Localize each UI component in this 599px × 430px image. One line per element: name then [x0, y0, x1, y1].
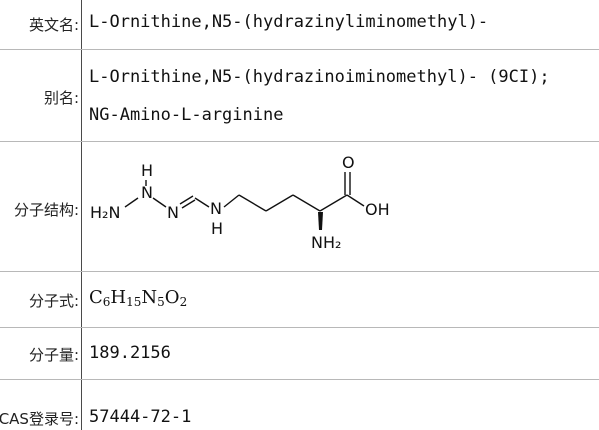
atom-h2n: H₂N [90, 203, 120, 222]
cas-label: CAS登录号: [0, 410, 79, 428]
atom-h-top: H [141, 161, 153, 180]
atom-oh: OH [365, 200, 390, 219]
english-name-label: 英文名: [28, 16, 79, 34]
row-formula: 分子式: C6H15N5O2 [0, 272, 599, 328]
formula-count-o: 2 [179, 295, 188, 309]
bond-alpha-carboxyl [319, 194, 348, 212]
bond-nh-neq [152, 197, 167, 208]
alias-value-line-2: NG-Amino-L-arginine [89, 105, 284, 125]
formula-element-c: C [89, 287, 103, 308]
formula-value: C6H15N5O2 [89, 287, 187, 308]
alias-value-line-1: L-Ornithine,N5-(hydrazinoiminomethyl)- (… [89, 67, 550, 87]
formula-label: 分子式: [28, 292, 79, 310]
formula-element-h: H [110, 287, 127, 308]
bond-alpha-nh2-wedge [318, 212, 323, 230]
bond-neq-c-2 [179, 195, 194, 205]
atom-o-carbonyl: O [342, 153, 355, 172]
english-name-value: L-Ornithine,N5-(hydrazinyliminomethyl)- [89, 12, 489, 32]
bond-c-nh [194, 197, 210, 208]
atom-nh2: NH₂ [311, 233, 341, 252]
row-molecular-weight: 分子量: 189.2156 [0, 328, 599, 380]
structure-label: 分子结构: [13, 201, 79, 219]
bond-chain-3 [292, 194, 321, 212]
molecular-weight-value: 189.2156 [89, 343, 171, 363]
row-structure: 分子结构: [0, 142, 599, 272]
molecular-weight-label: 分子量: [28, 346, 79, 364]
atom-n-amide: N [210, 199, 222, 218]
formula-count-c: 6 [102, 295, 111, 309]
bond-chain-1 [238, 194, 267, 212]
molecular-structure-diagram: H N H₂N N N H O OH NH₂ [90, 153, 390, 252]
formula-count-h: 15 [126, 295, 142, 309]
alias-label: 别名: [43, 89, 79, 107]
bond-h2n-nh [124, 197, 139, 208]
atom-n-top: N [141, 183, 153, 202]
row-english-name: 英文名: L-Ornithine,N5-(hydrazinyliminometh… [0, 0, 599, 50]
bond-neq-c-1 [181, 199, 196, 209]
bond-c-oh [346, 194, 365, 207]
formula-element-o: O [164, 287, 180, 308]
atom-h-amide: H [211, 219, 223, 238]
formula-element-n: N [141, 287, 158, 308]
row-cas: CAS登录号: 57444-72-1 [0, 380, 599, 430]
label-column-divider [81, 0, 82, 430]
structure-bonds [124, 172, 365, 212]
atom-n-imine: N [167, 203, 179, 222]
row-alias: 别名: L-Ornithine,N5-(hydrazinoiminomethyl… [0, 50, 599, 142]
cas-value: 57444-72-1 [89, 407, 192, 427]
bond-nh-chain [223, 194, 240, 208]
bond-chain-2 [265, 194, 294, 212]
formula-count-n: 5 [157, 295, 165, 309]
